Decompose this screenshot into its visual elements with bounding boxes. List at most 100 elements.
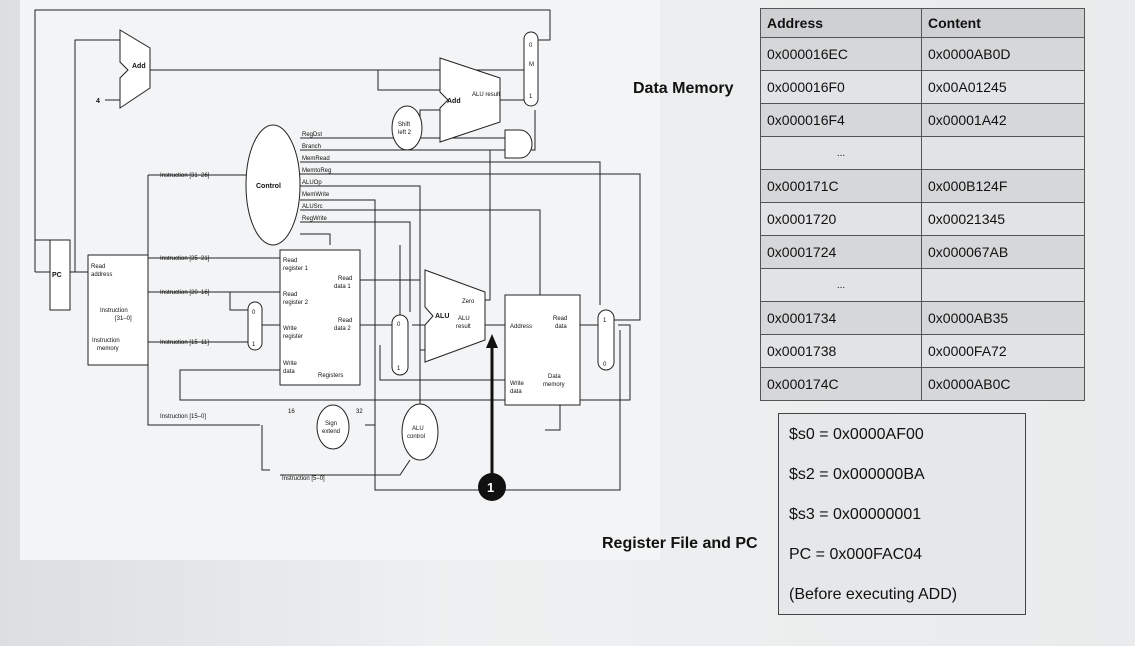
address-cell: 0x0001738 <box>760 334 922 368</box>
register-file-box: $s0 = 0x0000AF00 $s2 = 0x000000BA $s3 = … <box>778 413 1026 615</box>
sign-extend-label-2: extend <box>322 429 340 435</box>
address-cell: 0x000174C <box>760 367 922 401</box>
content-cell: 0x0000AB35 <box>921 301 1085 335</box>
register-s2: $s2 = 0x000000BA <box>789 466 925 483</box>
imem-title-2: memory <box>97 346 119 352</box>
header-content: Content <box>921 8 1085 38</box>
header-address: Address <box>760 8 922 38</box>
constant-four: 4 <box>96 98 100 105</box>
content-cell: 0x000067AB <box>921 235 1085 269</box>
alusrc-mux-0: 0 <box>397 322 401 328</box>
shift-left-label: Shift <box>398 122 410 128</box>
regdst-mux-0: 0 <box>252 310 256 316</box>
read-data-2: Read <box>338 318 352 324</box>
alu-control-label-2: control <box>407 434 425 440</box>
alu-result-label-2: result <box>456 324 471 330</box>
address-cell: 0x000171C <box>760 169 922 203</box>
signal-memread: MemRead <box>302 156 330 162</box>
imem-read-address-2: address <box>91 272 112 278</box>
branch-adder-result-label: ALU result <box>472 92 500 98</box>
registers-title: Registers <box>318 373 343 379</box>
register-file <box>279 249 361 386</box>
alu-result-label: ALU <box>458 316 470 322</box>
table-row: ... <box>760 268 1085 302</box>
dmem-title: Data <box>548 374 561 380</box>
instr-20-16: Instruction [20–16] <box>160 290 210 296</box>
write-register: Write <box>283 326 298 332</box>
content-cell: 0x0000AB0D <box>921 37 1085 71</box>
address-cell: 0x000016EC <box>760 37 922 71</box>
marker-1-circle <box>478 473 506 501</box>
table-header-row: Address Content <box>760 8 1085 38</box>
address-cell: 0x0001734 <box>760 301 922 335</box>
datapath-diagram: Add 4 Add ALU result 0 M 1 Shift left 2 … <box>20 0 660 560</box>
regdst-mux <box>247 301 263 351</box>
data-memory-caption: Data Memory <box>633 80 734 97</box>
read-register-2: Read <box>283 292 297 298</box>
control-unit <box>245 124 301 246</box>
shift-left-2 <box>391 105 423 151</box>
pc-source-mux <box>523 31 539 107</box>
alu-control <box>401 403 439 461</box>
instr-15-11: Instruction [15–11] <box>160 340 209 346</box>
bits-16: 16 <box>288 409 295 415</box>
control-signals: RegDst Branch MemRead MemtoReg ALUOp Mem… <box>302 132 331 222</box>
address-cell: 0x000016F4 <box>760 103 922 137</box>
register-note: (Before executing ADD) <box>789 586 958 603</box>
data-memory <box>504 294 581 406</box>
alu-control-label: ALU <box>412 426 424 432</box>
instr-25-21: Instruction [25–21] <box>160 256 210 262</box>
signal-aluop: ALUOp <box>302 180 322 186</box>
address-cell: 0x0001720 <box>760 202 922 236</box>
pc-adder <box>119 29 151 109</box>
sign-extend-label: Sign <box>325 421 337 427</box>
alu-label: ALU <box>435 313 449 320</box>
instr-15-0: Instruction [15–0] <box>160 414 206 420</box>
read-data-1: Read <box>338 276 352 282</box>
read-data-2b: data 2 <box>334 326 351 332</box>
read-register-2b: register 2 <box>283 300 309 306</box>
branch-and-gate <box>504 129 533 159</box>
signal-regwrite: RegWrite <box>302 216 328 222</box>
bits-32: 32 <box>356 409 363 415</box>
sign-extend <box>316 404 350 450</box>
wires <box>34 9 641 491</box>
dmem-write-data: Write <box>510 381 525 387</box>
alusrc-mux-1: 1 <box>397 366 401 372</box>
register-s3: $s3 = 0x00000001 <box>789 506 922 523</box>
pc-label: PC <box>52 272 62 279</box>
write-data-b: data <box>283 369 295 375</box>
instr-5-0: Instruction [5–0] <box>282 476 325 482</box>
marker-1-label: 1 <box>487 480 494 495</box>
memtoreg-mux-0: 0 <box>603 362 607 368</box>
read-register-1b: register 1 <box>283 266 309 272</box>
content-cell: 0x0000FA72 <box>921 334 1085 368</box>
read-data-1b: data 1 <box>334 284 351 290</box>
read-register-1: Read <box>283 258 297 264</box>
register-file-caption: Register File and PC <box>602 535 758 552</box>
dmem-title-2: memory <box>543 382 565 388</box>
write-data: Write <box>283 361 298 367</box>
branch-adder-label: Add <box>447 98 461 105</box>
address-cell: 0x0001724 <box>760 235 922 269</box>
branch-adder <box>439 57 501 143</box>
table-row: ... <box>760 136 1085 170</box>
address-cell: 0x000016F0 <box>760 70 922 104</box>
pc-mux-1: 1 <box>529 94 533 100</box>
ellipsis-cell: ... <box>760 136 922 170</box>
dmem-address: Address <box>510 324 532 330</box>
alusrc-mux <box>391 314 409 376</box>
content-cell: 0x00001A42 <box>921 103 1085 137</box>
ellipsis-cell: ... <box>760 268 922 302</box>
signal-branch: Branch <box>302 144 321 150</box>
dmem-read-data-2: data <box>555 324 567 330</box>
